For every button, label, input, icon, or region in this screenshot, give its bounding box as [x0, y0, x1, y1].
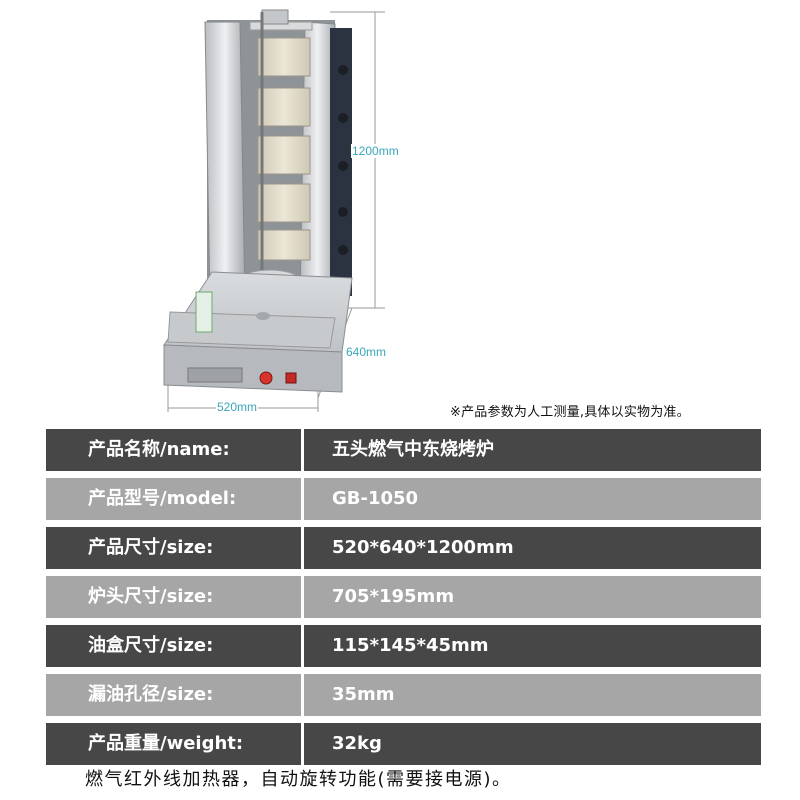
- grill-base: [163, 271, 353, 393]
- spec-label: 炉头尺寸/size:: [88, 586, 214, 607]
- spec-value: 520*640*1200mm: [332, 537, 514, 558]
- spec-value: GB-1050: [332, 488, 419, 509]
- spec-divider: [301, 576, 304, 618]
- spec-row-burner-size: 炉头尺寸/size: 705*195mm: [46, 576, 761, 618]
- spec-value: 115*145*45mm: [332, 635, 489, 656]
- height-dimension-label: 1200mm: [351, 144, 400, 158]
- spec-row-model: 产品型号/model: GB-1050: [46, 478, 761, 520]
- feature-note: 燃气红外线加热器，自动旋转功能(需要接电源)。: [85, 769, 512, 790]
- spec-label: 漏油孔径/size:: [88, 684, 214, 705]
- spec-divider: [301, 674, 304, 716]
- spec-row-weight: 产品重量/weight: 32kg: [46, 723, 761, 765]
- measurement-note: ※产品参数为人工测量,具体以实物为准。: [450, 405, 690, 420]
- spec-value: 705*195mm: [332, 586, 455, 607]
- spec-divider: [301, 527, 304, 569]
- spec-row-oil-box-size: 油盒尺寸/size: 115*145*45mm: [46, 625, 761, 667]
- spec-row-product-size: 产品尺寸/size: 520*640*1200mm: [46, 527, 761, 569]
- grill-tower: [204, 9, 352, 310]
- width-dimension-label: 520mm: [216, 400, 259, 414]
- spec-value: 32kg: [332, 733, 382, 754]
- product-image: 1200mm 640mm 520mm: [163, 9, 400, 414]
- spec-value: 35mm: [332, 684, 395, 705]
- spec-label: 产品型号/model:: [88, 488, 237, 509]
- spec-divider: [301, 429, 304, 471]
- spec-label: 产品重量/weight:: [88, 733, 244, 754]
- depth-dimension-label: 640mm: [345, 345, 388, 359]
- spec-row-drain-hole-size: 漏油孔径/size: 35mm: [46, 674, 761, 716]
- burner-stack: [257, 37, 311, 261]
- spec-label: 产品名称/name:: [88, 439, 230, 460]
- spec-divider: [301, 723, 304, 765]
- spec-value: 五头燃气中东烧烤炉: [332, 439, 494, 460]
- spec-label: 产品尺寸/size:: [88, 537, 214, 558]
- grill-illustration: [163, 9, 385, 412]
- spec-row-name: 产品名称/name: 五头燃气中东烧烤炉: [46, 429, 761, 471]
- spec-divider: [301, 625, 304, 667]
- spec-divider: [301, 478, 304, 520]
- spec-label: 油盒尺寸/size:: [88, 635, 214, 656]
- control-knobs: [338, 65, 348, 255]
